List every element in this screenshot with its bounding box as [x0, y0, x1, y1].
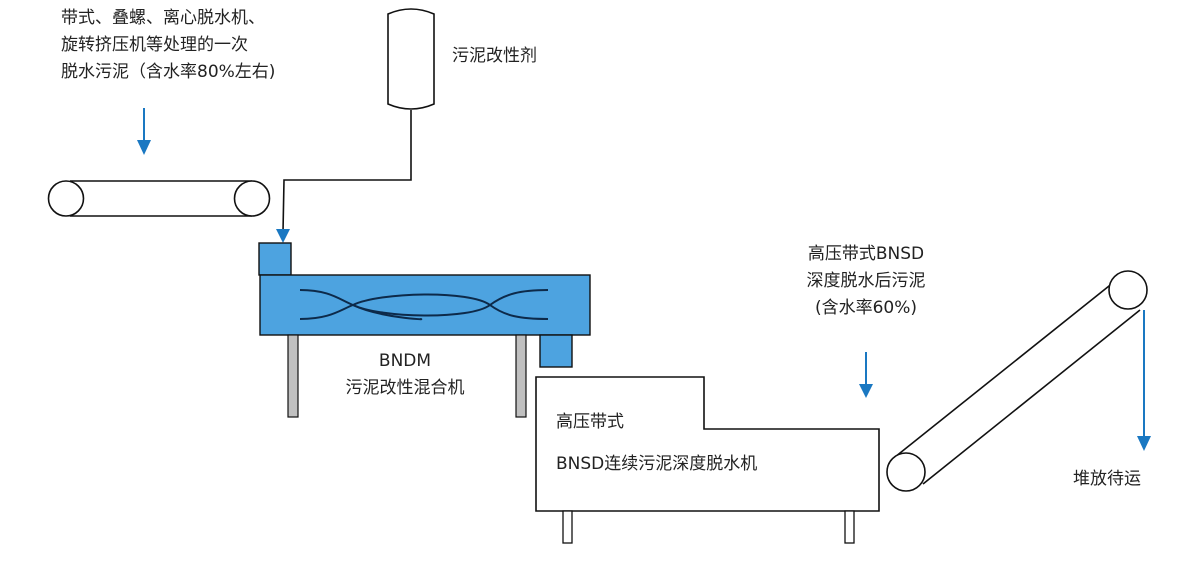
output-sludge-line-2: 深度脱水后污泥 — [806, 271, 926, 291]
inclined-conveyor — [886, 270, 1148, 492]
conveyor-roller-bottom — [886, 452, 926, 492]
press-leg-right — [844, 510, 855, 544]
input-sludge-line-3: 脱水污泥（含水率80%左右) — [61, 62, 276, 82]
mixer-leg-right — [515, 334, 527, 418]
input-sludge-label: 带式、叠螺、离心脱水机、 旋转挤压机等处理的一次 脱水污泥（含水率80%左右) — [61, 5, 275, 86]
input-arrow — [137, 108, 151, 155]
mixer-label: BNDM 污泥改性混合机 — [330, 348, 480, 402]
conditioner-tank — [387, 8, 435, 110]
output-sludge-line-3: (含水率60%) — [814, 298, 918, 318]
storage-label: 堆放待运 — [1073, 469, 1141, 489]
dosing-pipe — [276, 110, 412, 243]
press-label-line-2: BNSD连续污泥深度脱水机 — [556, 454, 758, 474]
conveyor-roller-top — [1108, 270, 1148, 310]
press-leg-left — [562, 510, 573, 544]
conveyor-roller-right — [233, 180, 271, 217]
mixer-name: BNDM — [378, 351, 432, 371]
mixer-leg-left — [287, 334, 299, 418]
conveyor-roller-left — [47, 180, 85, 217]
discharge-arrow — [1137, 310, 1151, 451]
mixer-outlet — [539, 334, 573, 368]
feed-conveyor — [47, 180, 271, 217]
mixer-description: 污泥改性混合机 — [345, 378, 465, 398]
mixer-body — [259, 274, 591, 336]
output-sludge-line-1: 高压带式BNSD — [807, 244, 925, 264]
input-sludge-line-2: 旋转挤压机等处理的一次 — [61, 35, 248, 55]
press-body — [535, 376, 880, 512]
mixer-machine — [258, 242, 591, 418]
press-label-line-1: 高压带式 — [556, 412, 624, 432]
output-arrow — [859, 352, 873, 398]
input-sludge-line-1: 带式、叠螺、离心脱水机、 — [61, 8, 265, 28]
output-sludge-label: 高压带式BNSD 深度脱水后污泥 (含水率60%) — [780, 241, 952, 322]
belt-press-machine — [535, 376, 880, 544]
conditioner-label: 污泥改性剂 — [452, 46, 537, 66]
mixer-inlet-hopper — [258, 242, 292, 276]
